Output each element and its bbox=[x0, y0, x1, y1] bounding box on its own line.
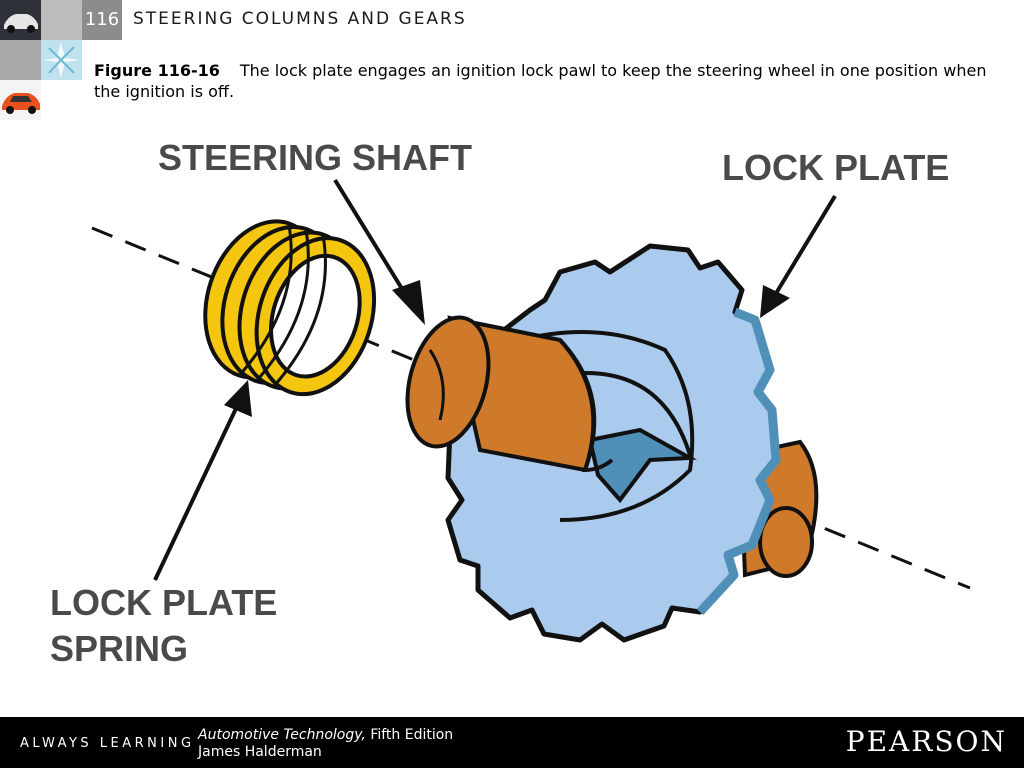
footer-bar: ALWAYS LEARNING Automotive Technology, F… bbox=[0, 717, 1024, 768]
thumb-gray-1 bbox=[41, 0, 82, 40]
chapter-title: STEERING COLUMNS AND GEARS bbox=[133, 9, 467, 29]
thumb-gray-2 bbox=[0, 40, 41, 80]
book-title-line: Automotive Technology, Fifth Edition bbox=[198, 727, 453, 744]
book-info: Automotive Technology, Fifth Edition Jam… bbox=[198, 727, 453, 761]
steering-shaft bbox=[405, 315, 614, 473]
footer-tagline: ALWAYS LEARNING bbox=[20, 736, 195, 751]
car-thumbnail-top bbox=[0, 0, 41, 40]
lock-plate-spring bbox=[203, 219, 377, 397]
dark-car-icon bbox=[0, 0, 41, 40]
book-title: Automotive Technology, bbox=[198, 727, 366, 743]
label-steering-shaft: STEERING SHAFT bbox=[158, 137, 472, 178]
thumb-white bbox=[41, 80, 82, 120]
book-author: James Halderman bbox=[198, 744, 322, 760]
arrow-steering-shaft bbox=[333, 178, 425, 325]
crystal-thumbnail bbox=[41, 40, 82, 80]
header-thumbnails bbox=[0, 0, 82, 122]
arrow-lock-plate bbox=[760, 194, 837, 318]
crystal-icon bbox=[41, 40, 82, 80]
caption-text: The lock plate engages an ignition lock … bbox=[94, 61, 987, 101]
chapter-number: 116 bbox=[82, 0, 122, 40]
publisher-logo: PEARSON bbox=[845, 725, 1007, 758]
arrow-lock-plate-spring bbox=[153, 380, 252, 581]
label-lock-plate: LOCK PLATE bbox=[722, 147, 949, 188]
orange-car-icon bbox=[0, 80, 41, 120]
car-thumbnail-bottom bbox=[0, 80, 41, 120]
lock-plate-illustration: STEERING SHAFT LOCK PLATE LOCK PLATE SPR… bbox=[50, 137, 971, 669]
figure-label: Figure 116-16 bbox=[94, 61, 220, 80]
label-lock-plate-spring-line1: LOCK PLATE bbox=[50, 582, 277, 623]
label-lock-plate-spring-line2: SPRING bbox=[50, 628, 188, 669]
book-edition: Fifth Edition bbox=[365, 727, 454, 743]
